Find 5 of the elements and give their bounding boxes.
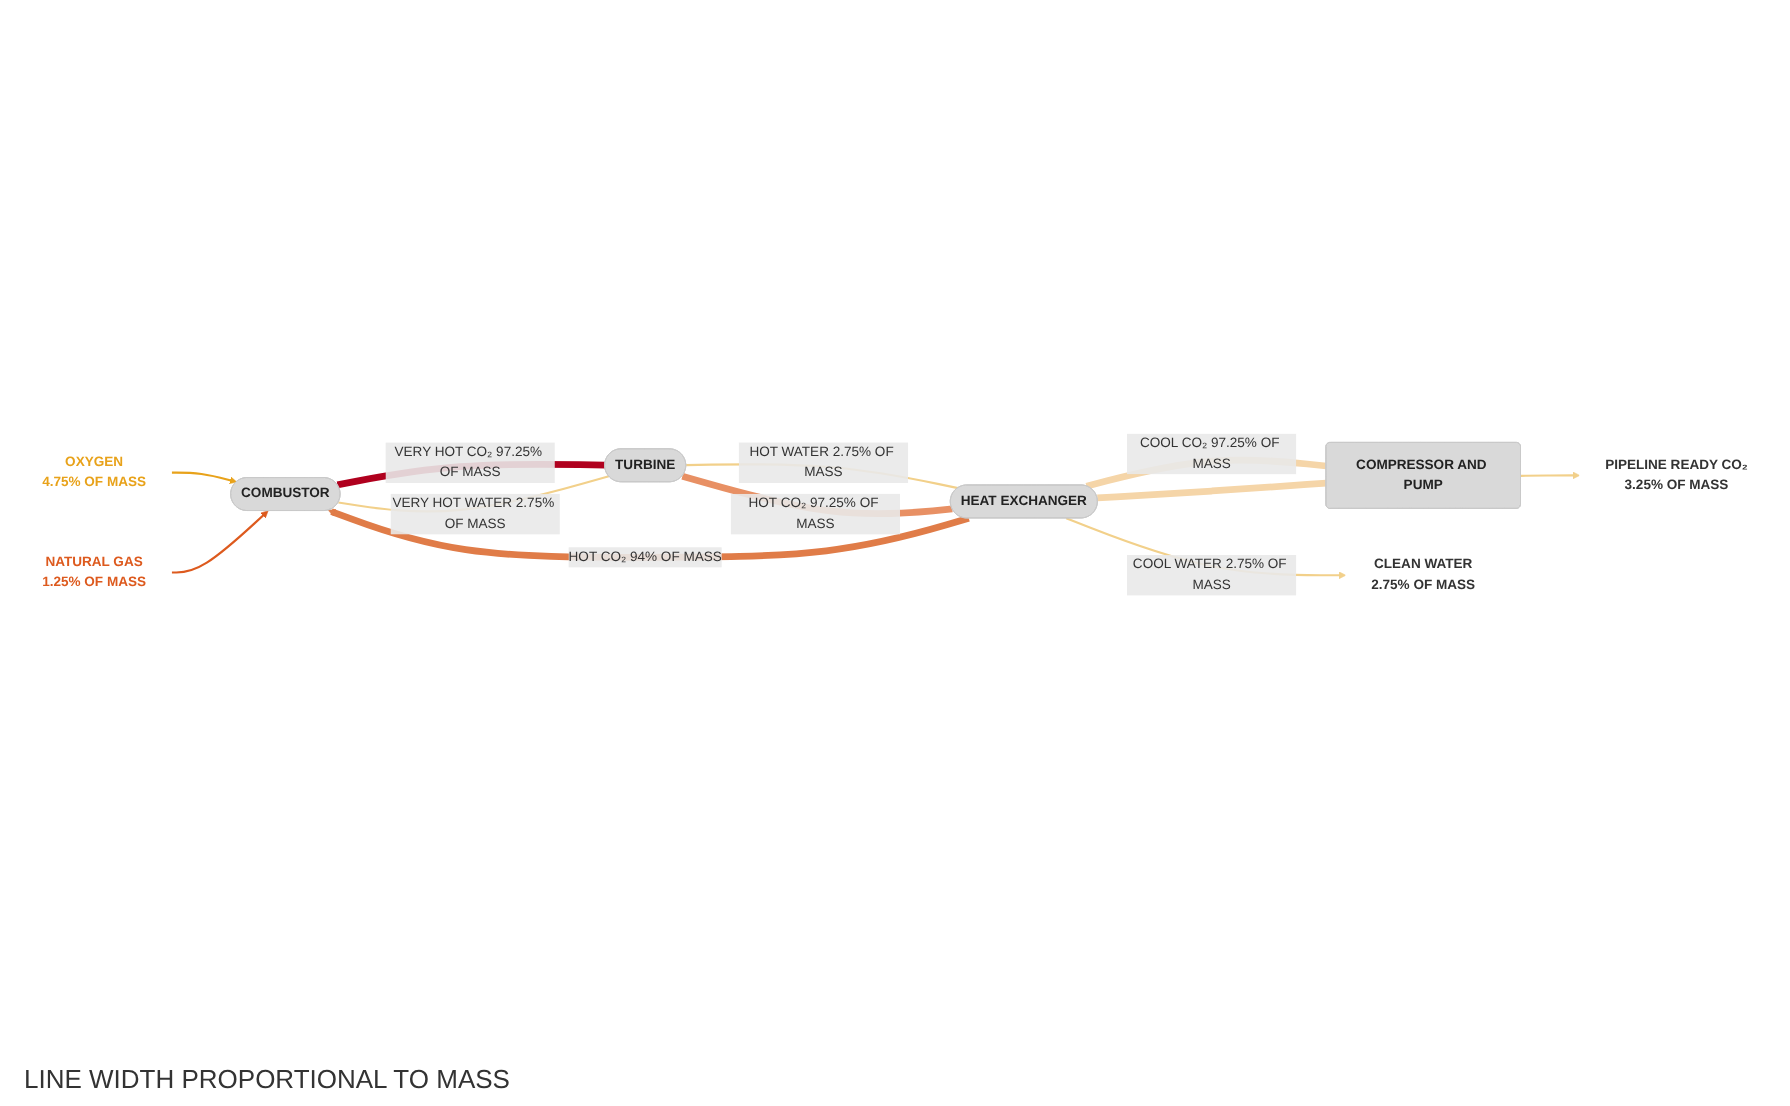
connector (1097, 478, 1327, 501)
note-text: LINE WIDTH PROPORTIONAL TO MASS (24, 1064, 510, 1094)
arrow (1520, 470, 1581, 479)
arrow (171, 509, 269, 573)
arrow (171, 470, 238, 483)
